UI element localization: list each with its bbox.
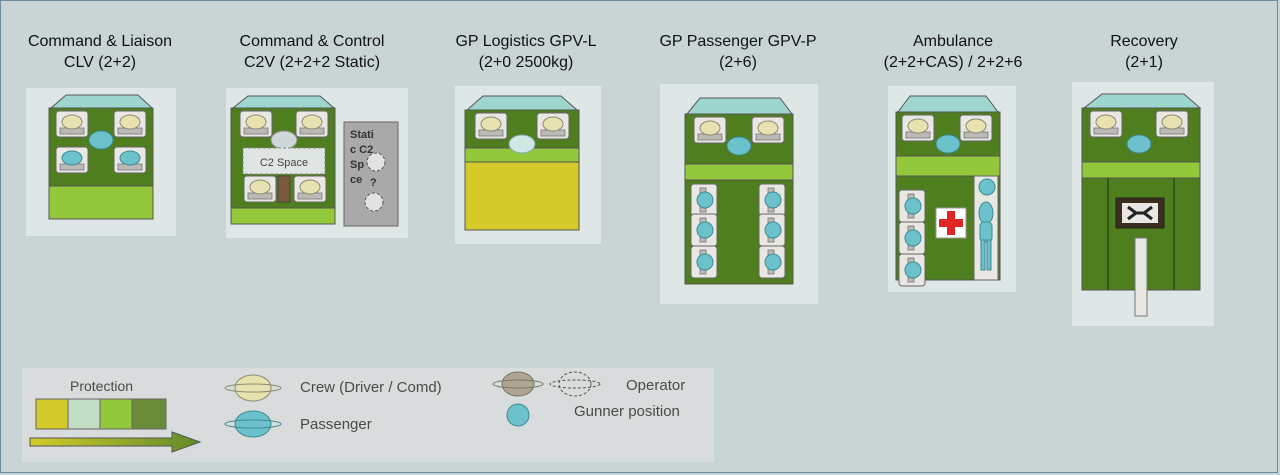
tow-bar (1134, 237, 1148, 317)
crew-seat (536, 112, 570, 140)
passenger-seat (898, 253, 926, 287)
crew-seat (295, 110, 329, 138)
passenger-seat (690, 213, 718, 247)
gunner-position (726, 136, 752, 156)
ambulance-diagram (888, 86, 1016, 292)
protection-level-1 (35, 398, 69, 430)
legend-graphics (29, 371, 601, 453)
passenger-seat (758, 183, 786, 217)
protection-level-2 (67, 398, 101, 430)
legend-crew-label: Crew (Driver / Comd) (300, 379, 442, 396)
gunner-icon (506, 403, 530, 427)
protection-arrow-icon (29, 431, 202, 453)
passenger-seat (758, 213, 786, 247)
gunner-position (935, 134, 961, 154)
passenger-seat (55, 146, 89, 174)
crew-seat (959, 114, 993, 142)
crew-seat (474, 112, 508, 140)
protection-level-4 (131, 398, 167, 430)
passenger-seat (113, 146, 147, 174)
legend: Protection Crew (Driver / Comd) Passenge… (22, 368, 714, 462)
svg-text:ce: ce (350, 174, 362, 186)
crew-seat (55, 110, 89, 138)
title-ambulance: Ambulance(2+2+CAS) / 2+2+6 (883, 33, 1023, 71)
legend-passenger-label: Passenger (300, 416, 372, 433)
svg-text:Sp: Sp (350, 159, 364, 171)
crew-seat (1155, 110, 1189, 138)
c2v-diagram: C2 Space Stati c C2 Sp ce ? (226, 88, 408, 238)
svg-text:?: ? (370, 177, 377, 189)
svg-text:Stati: Stati (350, 129, 374, 141)
passenger-icon (234, 410, 272, 438)
legend-gunner-label: Gunner position (574, 403, 680, 420)
gunner-position (1126, 134, 1152, 154)
recovery-diagram (1072, 82, 1214, 326)
protection-level-3 (99, 398, 133, 430)
crew-icon (234, 374, 272, 402)
title-recovery: Recovery(2+1) (1110, 33, 1178, 71)
title-gpvp: GP Passenger GPV-P(2+6) (659, 33, 817, 71)
legend-operator-label: Operator (626, 377, 686, 394)
passenger-seat (690, 183, 718, 217)
passenger-seat (690, 245, 718, 279)
crew-seat (239, 110, 273, 138)
crew-seat (901, 114, 935, 142)
gpvl-diagram (455, 86, 601, 244)
passenger-seat (758, 245, 786, 279)
passenger-seat (898, 189, 926, 223)
gpvp-diagram (660, 84, 818, 304)
gunner-position (88, 130, 114, 150)
svg-text:c C2: c C2 (350, 144, 373, 156)
crew-seat (113, 110, 147, 138)
c2-space-label: C2 Space (260, 157, 308, 169)
operator-seat (293, 175, 327, 203)
operator-seat (243, 175, 277, 203)
operator-icon (501, 371, 535, 397)
crew-seat (1089, 110, 1123, 138)
title-gpvl: GP Logistics GPV-L(2+0 2500kg) (455, 33, 597, 71)
crew-seat (751, 116, 785, 144)
passenger-seat (898, 221, 926, 255)
static-operator-icon (558, 371, 592, 397)
clv-diagram (26, 88, 176, 236)
crew-seat (693, 116, 727, 144)
legend-protection-label: Protection (70, 378, 134, 394)
